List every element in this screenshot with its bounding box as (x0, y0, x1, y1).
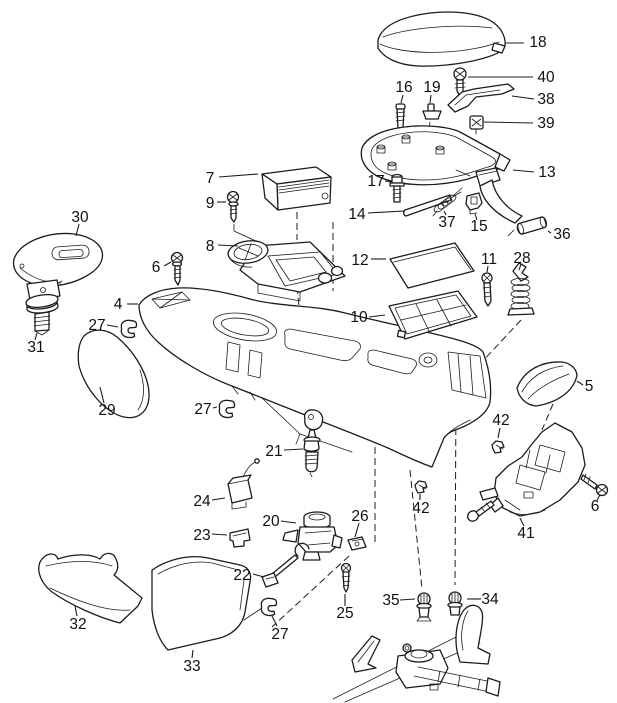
callout-13[interactable]: 13 (538, 164, 555, 181)
callout-42-a[interactable]: 42 (412, 500, 429, 517)
callout-42-b[interactable]: 42 (492, 412, 509, 429)
callout-10[interactable]: 10 (350, 309, 368, 326)
part-rear-bracket (467, 422, 586, 522)
callout-9[interactable]: 9 (206, 195, 215, 212)
part-storage-box (261, 166, 332, 211)
part-clip-42-a (414, 480, 428, 494)
part-curved-cover (516, 361, 578, 407)
callout-27-a[interactable]: 27 (88, 317, 105, 334)
part-rubber-tray (388, 290, 478, 340)
callout-6-left[interactable]: 6 (152, 259, 161, 276)
callout-40[interactable]: 40 (537, 69, 555, 86)
part-side-panel-front (77, 329, 150, 419)
callout-7[interactable]: 7 (206, 170, 215, 187)
callout-36[interactable]: 36 (553, 226, 570, 243)
part-screw-25 (340, 562, 352, 593)
callout-30[interactable]: 30 (71, 209, 89, 226)
part-spring-28 (507, 262, 535, 316)
callout-18[interactable]: 18 (529, 34, 546, 51)
part-screw-9 (226, 190, 259, 243)
part-plug-31 (25, 279, 61, 336)
part-clip-42-b (491, 440, 505, 454)
part-clip-27-c (243, 596, 278, 621)
callout-21[interactable]: 21 (265, 443, 282, 460)
callout-25[interactable]: 25 (336, 605, 353, 622)
callout-5[interactable]: 5 (585, 378, 594, 395)
callout-24[interactable]: 24 (193, 493, 211, 510)
part-screw-6-right (580, 473, 609, 497)
callout-17[interactable]: 17 (367, 173, 384, 190)
callout-29[interactable]: 29 (98, 402, 115, 419)
part-cover-cap (12, 232, 104, 289)
floor-bracket-assembly (332, 604, 501, 703)
callout-14[interactable]: 14 (348, 206, 366, 223)
part-micro-switch (227, 458, 260, 510)
part-clip-27-a (119, 318, 138, 339)
part-clip-27-b (217, 398, 236, 419)
callout-20[interactable]: 20 (262, 513, 280, 530)
callout-22[interactable]: 22 (233, 567, 250, 584)
part-sensor-34 (447, 591, 463, 616)
callout-4[interactable]: 4 (114, 296, 123, 313)
callout-31[interactable]: 31 (27, 339, 44, 356)
callout-26[interactable]: 26 (351, 508, 368, 525)
callout-12[interactable]: 12 (351, 252, 368, 269)
callout-27-c[interactable]: 27 (271, 626, 288, 643)
callout-6-right[interactable]: 6 (591, 498, 600, 515)
callout-19[interactable]: 19 (423, 79, 440, 96)
callout-16[interactable]: 16 (395, 79, 412, 96)
callout-8[interactable]: 8 (206, 238, 215, 255)
callout-38[interactable]: 38 (537, 91, 554, 108)
part-fork-rod (261, 542, 310, 588)
part-screw-6-left (170, 251, 184, 286)
callout-27-b[interactable]: 27 (194, 401, 211, 418)
part-mat-12 (389, 242, 475, 289)
part-nut-39 (469, 115, 484, 135)
part-hinge-strap (475, 167, 548, 237)
callout-39[interactable]: 39 (537, 115, 554, 132)
part-latch-mechanism (282, 511, 343, 561)
part-clip-15 (465, 192, 483, 215)
part-sensor-35 (416, 592, 432, 622)
callout-28[interactable]: 28 (513, 250, 530, 267)
part-lower-trim-right (151, 555, 252, 651)
leader-lines (34, 42, 601, 659)
part-bracket-23 (229, 528, 251, 548)
part-pin-14 (402, 191, 462, 217)
part-lock-cylinder-key (303, 409, 324, 478)
part-armrest-pad (377, 11, 506, 67)
part-spring-37 (432, 187, 463, 217)
callout-32[interactable]: 32 (69, 616, 86, 633)
callout-23[interactable]: 23 (193, 527, 210, 544)
part-screw-11 (481, 272, 493, 307)
callout-37[interactable]: 37 (438, 214, 455, 231)
callout-33[interactable]: 33 (183, 658, 200, 675)
callout-34[interactable]: 34 (481, 591, 499, 608)
part-lower-trim-left (38, 552, 143, 624)
part-holder-housing (227, 240, 346, 302)
callout-15[interactable]: 15 (470, 218, 487, 235)
part-bracket-38 (447, 83, 515, 113)
callout-41[interactable]: 41 (517, 525, 534, 542)
callout-35[interactable]: 35 (382, 592, 399, 609)
part-clip-nut-26 (347, 536, 367, 551)
part-bolt-17 (389, 173, 405, 203)
callout-11[interactable]: 11 (481, 251, 497, 268)
